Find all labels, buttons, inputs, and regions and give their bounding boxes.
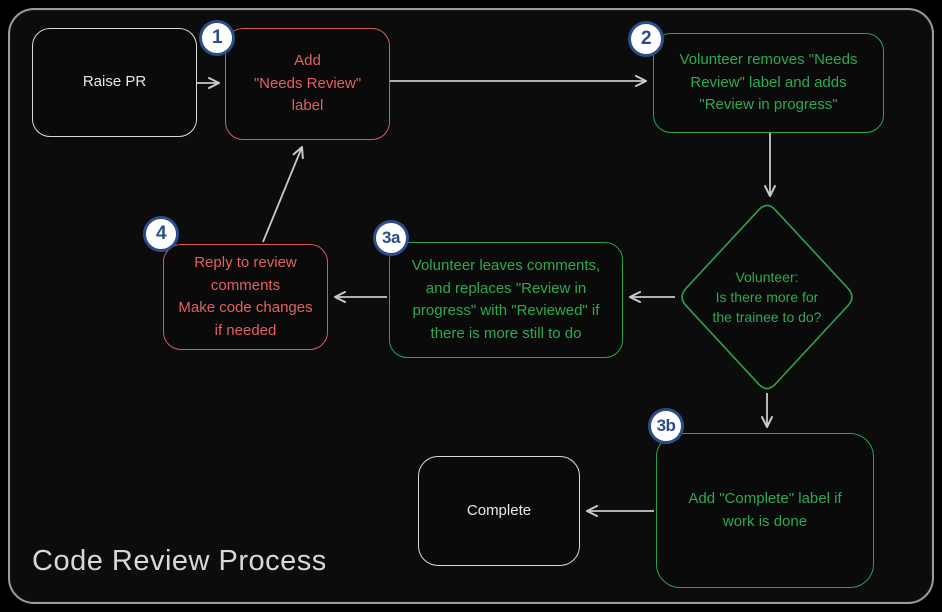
node-add-complete-label: 3b Add "Complete" label if work is done (648, 408, 874, 588)
step-badge-2: 2 (628, 21, 664, 57)
node-add-needs-review-label: 1 Add "Needs Review" label (199, 20, 390, 140)
node-step3a-label: Volunteer leaves comments, and replaces … (411, 257, 601, 342)
node-volunteer-leaves-comments: 3a Volunteer leaves comments, and replac… (373, 220, 623, 358)
node-step2-label: Volunteer removes "Needs Review" label a… (679, 51, 858, 114)
node-reply-to-review-comments: 4 Reply to review comments Make code cha… (143, 216, 328, 350)
node-raise-pr: Raise PR (32, 28, 197, 137)
node-volunteer-removes-label: 2 Volunteer removes "Needs Review" label… (628, 21, 884, 133)
node-decision-more-for-trainee: Volunteer: Is there more for the trainee… (672, 251, 862, 343)
node-decision-label: Volunteer: Is there more for the trainee… (712, 268, 822, 326)
node-raise-pr-label: Raise PR (82, 73, 147, 91)
step-badge-1: 1 (199, 20, 235, 56)
step-badge-3a: 3a (373, 220, 409, 256)
node-step4-label: Reply to review comments Make code chang… (178, 254, 313, 339)
step-badge-3b: 3b (648, 408, 684, 444)
node-step3b-label: Add "Complete" label if work is done (688, 490, 842, 530)
node-complete: Complete (418, 456, 580, 566)
node-step1-label: Add "Needs Review" label (253, 52, 362, 115)
diagram-title: Code Review Process (32, 545, 327, 577)
step-badge-4: 4 (143, 216, 179, 252)
node-complete-label: Complete (466, 501, 532, 519)
